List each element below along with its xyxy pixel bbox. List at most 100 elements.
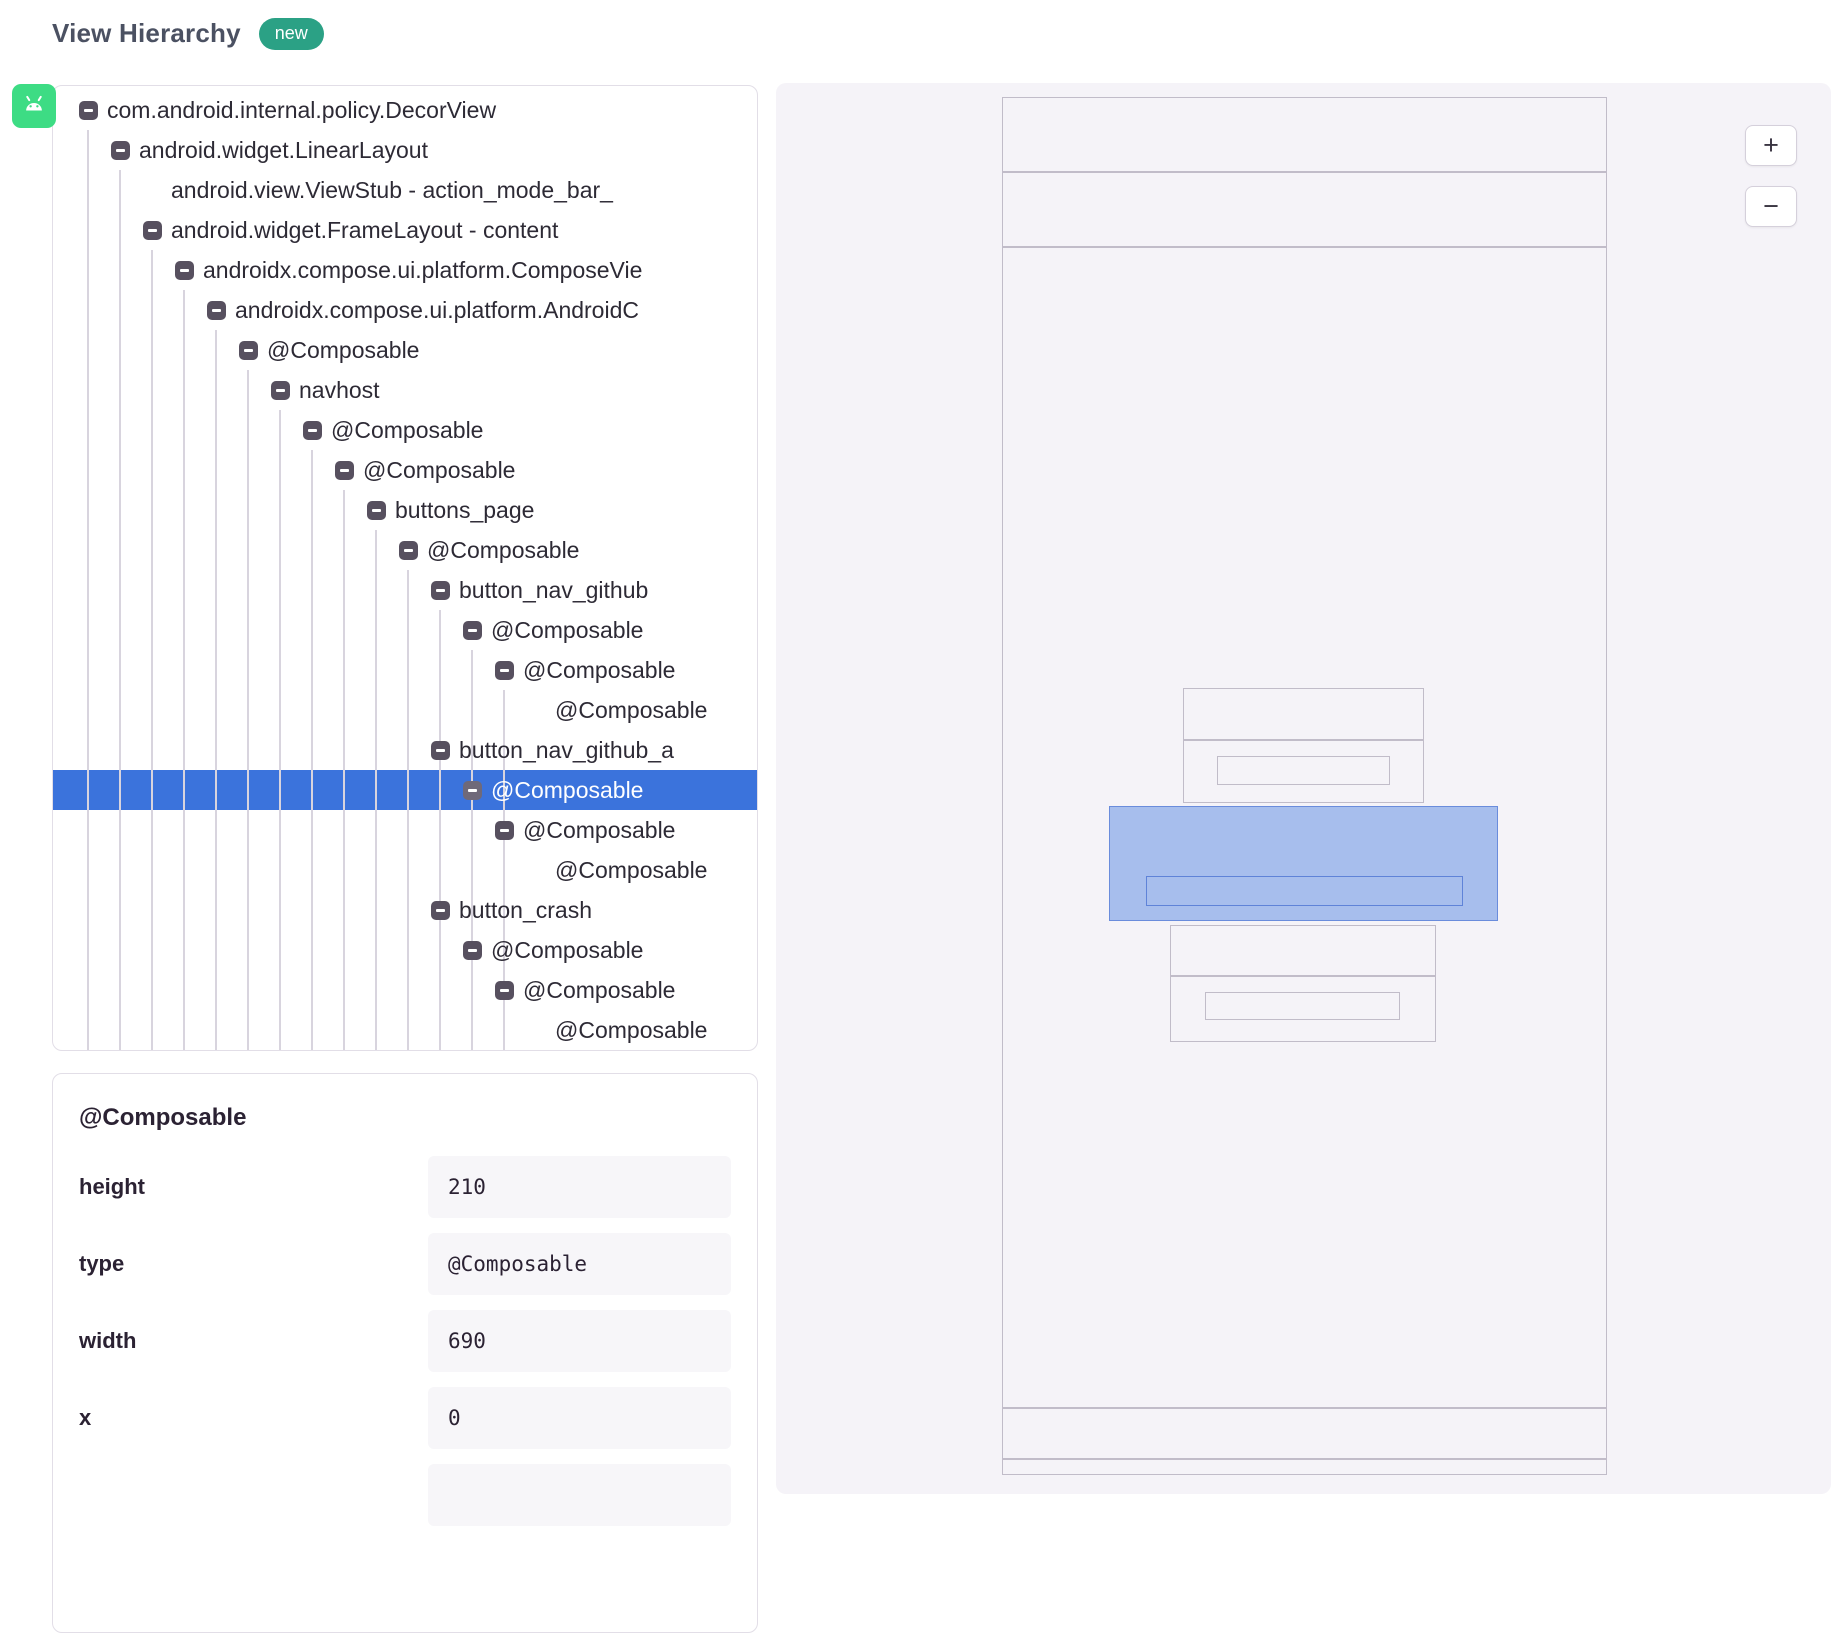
tree-node-label: android.widget.LinearLayout bbox=[139, 136, 428, 163]
tree-node-label: android.view.ViewStub - action_mode_bar_ bbox=[171, 176, 613, 203]
tree-node[interactable]: @Composable bbox=[53, 530, 757, 570]
crash-button-label-rect[interactable] bbox=[1205, 992, 1400, 1020]
collapse-icon[interactable] bbox=[111, 140, 130, 160]
tree-node[interactable]: button_crash bbox=[53, 890, 757, 930]
github-button-rect[interactable] bbox=[1183, 740, 1424, 803]
tree-node[interactable]: androidx.compose.ui.platform.AndroidC bbox=[53, 290, 757, 330]
collapse-icon[interactable] bbox=[239, 340, 258, 360]
collapse-icon[interactable] bbox=[335, 460, 354, 480]
collapse-icon[interactable] bbox=[431, 580, 450, 600]
collapse-icon[interactable] bbox=[463, 620, 482, 640]
collapse-icon[interactable] bbox=[431, 740, 450, 760]
detail-row: width 690 bbox=[79, 1310, 731, 1372]
collapse-icon[interactable] bbox=[463, 940, 482, 960]
navbar-rect[interactable] bbox=[1002, 1408, 1607, 1459]
tree-node[interactable]: @Composable bbox=[53, 690, 757, 730]
new-badge: new bbox=[258, 18, 324, 50]
tree-node-selected[interactable]: @Composable bbox=[53, 770, 757, 810]
detail-label: width bbox=[79, 1328, 137, 1353]
tree-node[interactable]: button_nav_github_a bbox=[53, 730, 757, 770]
detail-value bbox=[428, 1464, 731, 1526]
page-title: View Hierarchy bbox=[52, 18, 241, 49]
tree-node[interactable]: navhost bbox=[53, 370, 757, 410]
detail-label: x bbox=[79, 1405, 92, 1430]
actionbar-rect[interactable] bbox=[1002, 172, 1607, 247]
collapse-icon[interactable] bbox=[495, 660, 514, 680]
tree-node[interactable]: @Composable bbox=[53, 930, 757, 970]
tree-node[interactable]: com.android.internal.policy.DecorView bbox=[53, 90, 757, 130]
tree-node[interactable]: @Composable bbox=[53, 410, 757, 450]
android-platform-icon bbox=[12, 84, 56, 128]
selected-node-text-rect[interactable] bbox=[1146, 876, 1463, 906]
view-hierarchy-tree-panel: com.android.internal.policy.DecorView and… bbox=[52, 85, 758, 1051]
tree-node-label: button_nav_github_a bbox=[459, 736, 674, 763]
tree-node[interactable]: @Composable bbox=[53, 450, 757, 490]
tree-node[interactable]: @Composable bbox=[53, 850, 757, 890]
node-details-fields: height 210 type @Composable width 690 x 0 bbox=[79, 1156, 731, 1526]
zoom-controls: + − bbox=[1745, 125, 1797, 227]
page-header: View Hierarchy new bbox=[52, 18, 324, 50]
crash-button-rect[interactable] bbox=[1170, 976, 1436, 1042]
collapse-icon[interactable] bbox=[207, 300, 226, 320]
detail-value: 690 bbox=[428, 1310, 731, 1372]
android-logo-icon bbox=[26, 95, 42, 111]
detail-row: type @Composable bbox=[79, 1233, 731, 1295]
node-details-title: @Composable bbox=[79, 1104, 247, 1131]
collapse-icon[interactable] bbox=[495, 980, 514, 1000]
crash-button-outer-rect[interactable] bbox=[1170, 925, 1436, 976]
collapse-icon[interactable] bbox=[399, 540, 418, 560]
tree-node[interactable]: android.widget.FrameLayout - content bbox=[53, 210, 757, 250]
tree-node[interactable]: @Composable bbox=[53, 1010, 757, 1050]
tree-node-label: @Composable bbox=[555, 696, 708, 723]
tree-node[interactable]: @Composable bbox=[53, 610, 757, 650]
tree-node-label: navhost bbox=[299, 376, 380, 403]
tree-node-label: @Composable bbox=[491, 776, 644, 803]
tree-node-label: @Composable bbox=[427, 536, 580, 563]
tree-node[interactable]: @Composable bbox=[53, 330, 757, 370]
tree-node-label: androidx.compose.ui.platform.ComposeVie bbox=[203, 256, 643, 283]
detail-row: height 210 bbox=[79, 1156, 731, 1218]
collapse-icon[interactable] bbox=[431, 900, 450, 920]
statusbar-rect[interactable] bbox=[1002, 97, 1607, 172]
tree-node-label: buttons_page bbox=[395, 496, 535, 523]
tree-node-label: @Composable bbox=[555, 1016, 708, 1043]
navbar-inset-rect[interactable] bbox=[1002, 1459, 1607, 1475]
collapse-icon[interactable] bbox=[175, 260, 194, 280]
tree-node[interactable]: @Composable bbox=[53, 970, 757, 1010]
tree-node-label: button_nav_github bbox=[459, 576, 649, 603]
tree-node-label: button_crash bbox=[459, 896, 592, 923]
tree-node[interactable]: @Composable bbox=[53, 810, 757, 850]
tree-node[interactable]: androidx.compose.ui.platform.ComposeVie bbox=[53, 250, 757, 290]
tree-node-label: com.android.internal.policy.DecorView bbox=[107, 96, 497, 123]
tree-node[interactable]: buttons_page bbox=[53, 490, 757, 530]
detail-label: height bbox=[79, 1174, 145, 1199]
tree-node[interactable]: @Composable bbox=[53, 650, 757, 690]
content-rect[interactable] bbox=[1002, 247, 1607, 1408]
zoom-in-button[interactable]: + bbox=[1745, 125, 1797, 166]
tree-node[interactable]: android.view.ViewStub - action_mode_bar_ bbox=[53, 170, 757, 210]
tree-rows: com.android.internal.policy.DecorView and… bbox=[53, 86, 757, 1050]
github-button-label-rect[interactable] bbox=[1217, 756, 1390, 785]
tree-node[interactable]: button_nav_github bbox=[53, 570, 757, 610]
tree-node-label: @Composable bbox=[331, 416, 484, 443]
collapse-icon[interactable] bbox=[79, 100, 98, 120]
collapse-icon[interactable] bbox=[271, 380, 290, 400]
collapse-icon[interactable] bbox=[143, 220, 162, 240]
detail-label: type bbox=[79, 1251, 125, 1276]
github-button-outer-rect[interactable] bbox=[1183, 688, 1424, 740]
collapse-icon[interactable] bbox=[495, 820, 514, 840]
collapse-icon[interactable] bbox=[367, 500, 386, 520]
detail-value: @Composable bbox=[428, 1233, 731, 1295]
tree-node-label: android.widget.FrameLayout - content bbox=[171, 216, 559, 243]
wireframe-viewer: + − bbox=[776, 83, 1831, 1494]
detail-value: 210 bbox=[428, 1156, 731, 1218]
tree-node-label: androidx.compose.ui.platform.AndroidC bbox=[235, 296, 639, 323]
detail-value: 0 bbox=[428, 1387, 731, 1449]
tree-node[interactable]: android.widget.LinearLayout bbox=[53, 130, 757, 170]
zoom-out-button[interactable]: − bbox=[1745, 186, 1797, 227]
tree-node-label: @Composable bbox=[267, 336, 420, 363]
collapse-icon[interactable] bbox=[303, 420, 322, 440]
collapse-icon[interactable] bbox=[463, 780, 482, 800]
tree-node-label: @Composable bbox=[523, 656, 676, 683]
selected-node-highlight-rect[interactable] bbox=[1109, 806, 1498, 921]
